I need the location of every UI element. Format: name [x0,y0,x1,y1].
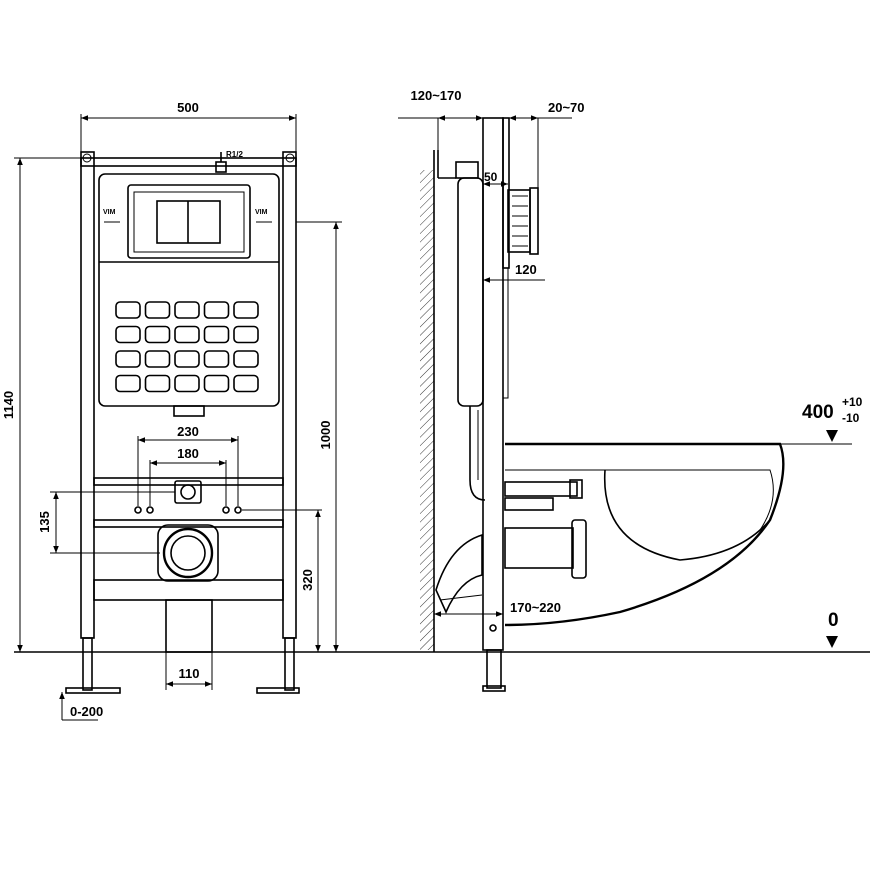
grid-cell [115,350,141,368]
dim-height-1000: 1000 [318,421,333,450]
grid-cell [233,374,259,393]
dim-wall-depth: 120~170 [411,88,462,103]
grid-cell [144,374,171,393]
grid-cell [233,350,259,368]
grid-cell [174,374,200,393]
grid-cell [174,350,200,368]
grid-cell [203,374,230,393]
floor-level: 0 [828,610,839,631]
dim-230: 230 [177,424,199,439]
dim-135: 135 [37,511,52,533]
dim-height-total: 1140 [1,391,16,419]
inlet-label: R1/2 [226,150,243,159]
grid-cell [115,374,141,393]
front-view: R1/2 VIM VIM [1,100,342,721]
dim-panel: 20~70 [548,100,585,115]
top-bar [80,157,297,167]
grid-cell [203,325,230,344]
side-upright [482,117,504,651]
cistern-body [98,173,280,407]
dim-height: 400 [802,402,834,423]
svg-text:VIM: VIM [103,209,116,216]
side-view: 120~170 20~70 50 120 170~220 400 +10 -10… [398,88,863,692]
dim-320: 320 [300,569,315,591]
dim-feet: 0-200 [70,704,103,719]
tol-minus: -10 [842,411,860,425]
grid-cell [203,301,230,319]
toilet-bowl [504,442,785,627]
dim-120: 120 [515,262,537,277]
grid-cell [203,350,230,368]
grid-cell [233,325,259,344]
grid-cell [115,301,141,319]
grid-cell [144,325,171,344]
dim-width: 500 [177,100,199,115]
left-upright [80,151,95,639]
drain-outlet [162,527,214,579]
dim-50: 50 [484,170,498,184]
grid-cell [144,301,171,319]
svg-text:VIM: VIM [255,209,268,216]
grid-cell [174,325,200,344]
lower-bar [93,519,284,528]
tol-plus: +10 [842,395,863,409]
bottom-bar [93,579,284,601]
dim-170-220: 170~220 [510,600,561,615]
dim-110: 110 [179,666,200,681]
wall-hatch [420,170,434,650]
grid-cell [174,301,200,319]
grid-cell [233,301,259,319]
right-upright [282,151,297,639]
grid-cell [115,325,141,344]
dim-180: 180 [177,446,199,461]
flush-plate [127,184,251,259]
cistern-grid [115,301,259,393]
grid-cell [144,350,171,368]
